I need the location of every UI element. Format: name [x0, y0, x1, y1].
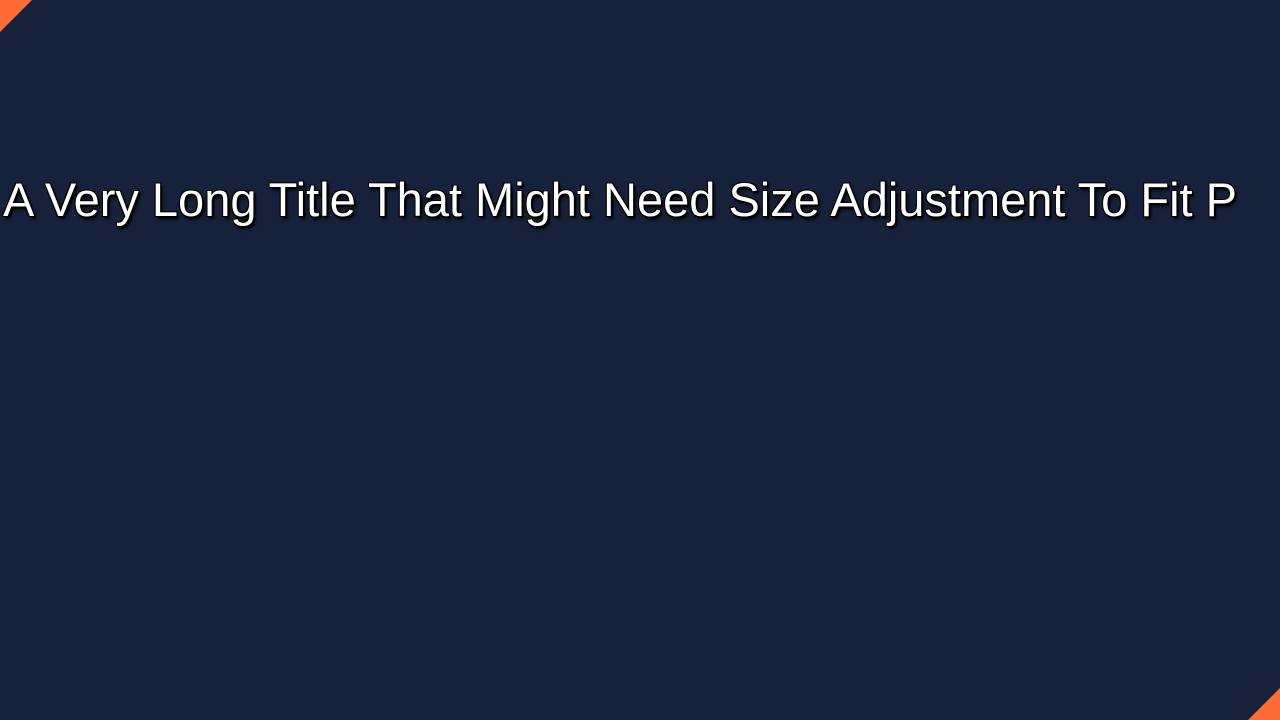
top-left-corner-accent — [0, 0, 32, 32]
slide-title: A Very Long Title That Might Need Size A… — [3, 173, 1237, 226]
bottom-right-corner-accent — [1248, 688, 1280, 720]
